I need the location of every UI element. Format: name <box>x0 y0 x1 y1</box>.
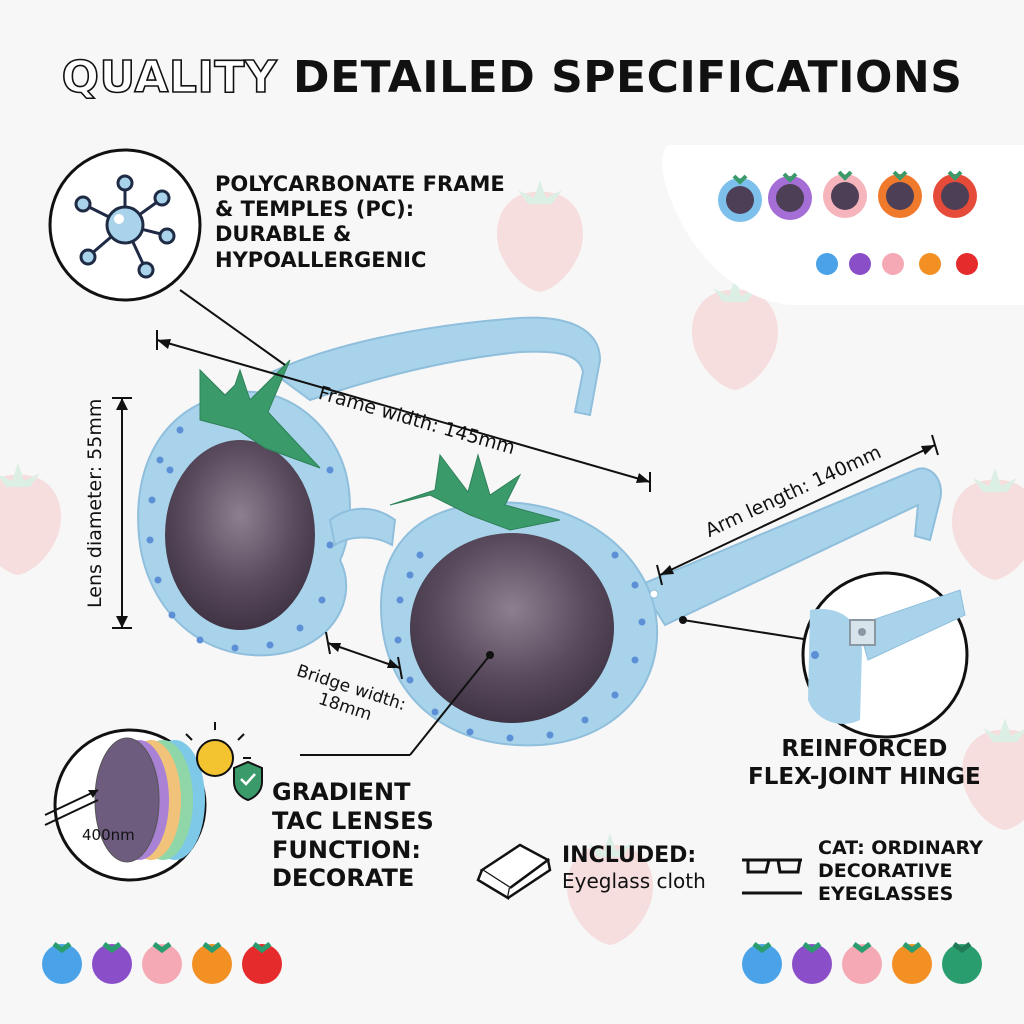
uv-label: 400nm <box>82 826 135 844</box>
bottom-left-swatches <box>42 942 282 984</box>
palette-glasses <box>718 170 977 222</box>
top-swatches <box>816 253 978 275</box>
lens-line-4: DECORATE <box>272 864 415 893</box>
sun-shield-icon <box>185 722 263 802</box>
hinge-line-2: FLEX-JOINT HINGE <box>748 763 981 790</box>
hinge-line-1: REINFORCED <box>781 736 948 762</box>
right-rim <box>380 501 659 747</box>
frame-material-line-3: DURABLE & <box>215 222 352 247</box>
left-leaves <box>199 359 321 469</box>
hinge-closeup <box>801 571 969 739</box>
page-title: QUALITY DETAILED SPECIFICATIONS <box>0 51 1024 104</box>
category-line-3: EYEGLASSES <box>818 882 954 905</box>
included-label: INCLUDED: Eyeglass cloth <box>562 843 706 893</box>
cloth-icon <box>476 843 552 900</box>
lens-line-1: GRADIENT <box>272 778 411 806</box>
frame-material-line-2: & TEMPLES (PC): <box>215 197 415 222</box>
title-outline-word: QUALITY <box>61 51 278 104</box>
lens-diameter-label: Lens diameter: 55mm <box>84 398 106 608</box>
bottom-right-swatches <box>742 942 982 984</box>
lens-line-2: TAC LENSES <box>272 806 434 835</box>
lens-layers-icon <box>44 728 207 882</box>
molecule-icon <box>48 148 202 302</box>
bridge <box>328 507 397 547</box>
lens-label: GRADIENT TAC LENSES FUNCTION: DECORATE <box>272 778 434 893</box>
included-title: INCLUDED: <box>562 843 697 868</box>
arrow-heads <box>116 339 935 668</box>
hinge-label: REINFORCED FLEX-JOINT HINGE <box>748 736 981 791</box>
dimension-lines <box>112 289 939 756</box>
frame-material-line-1: POLYCARBONATE FRAME <box>215 172 505 196</box>
frame-dots <box>146 426 646 742</box>
right-leaves <box>389 453 561 531</box>
eyeglasses-icon <box>742 858 802 895</box>
category-line-2: DECORATIVE <box>818 859 953 882</box>
near-temple-arm <box>638 467 942 627</box>
frame-material-label: POLYCARBONATE FRAME & TEMPLES (PC): DURA… <box>215 172 505 273</box>
frame-material-line-4: HYPOALLERGENIC <box>215 247 427 272</box>
category-line-1: CAT: ORDINARY <box>818 837 983 859</box>
title-main: DETAILED SPECIFICATIONS <box>293 52 963 103</box>
category-label: CAT: ORDINARY DECORATIVE EYEGLASSES <box>818 837 983 905</box>
lens-line-3: FUNCTION: <box>272 835 421 864</box>
far-temple-arm <box>270 316 602 417</box>
included-item: Eyeglass cloth <box>562 869 706 894</box>
